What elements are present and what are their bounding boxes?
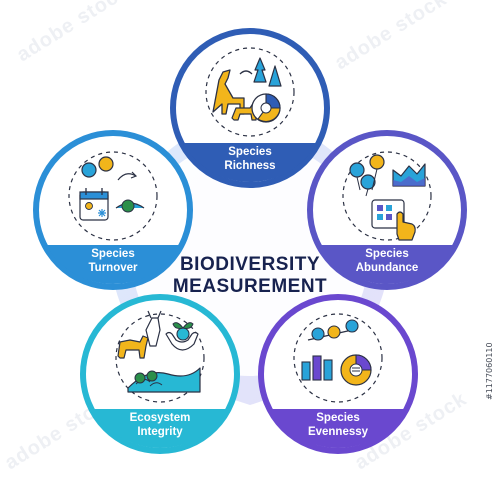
- node-label-line1: Species: [228, 146, 271, 158]
- center-title: BIODIVERSITY MEASUREMENT: [173, 254, 327, 297]
- sun-icon: [85, 202, 93, 210]
- dashed-frame: [342, 151, 432, 241]
- node-label-line1: Ecosystem: [130, 412, 191, 424]
- area-chart-icon: [392, 163, 426, 187]
- snowflake-icon: [98, 209, 106, 217]
- sprout-hands-icon: [165, 322, 199, 351]
- dashed-frame: [293, 313, 383, 403]
- node-species-abundance: Species Abundance: [307, 130, 467, 290]
- stock-id: #1177060110: [485, 342, 494, 400]
- tree-icon: [253, 57, 282, 87]
- title-line1: BIODIVERSITY: [180, 254, 320, 275]
- node-species-richness: Species Richness: [170, 28, 330, 188]
- node-label-line1: Species: [316, 412, 359, 424]
- node-label-line1: Species: [91, 248, 134, 260]
- node-label-line2: Turnover: [89, 262, 139, 274]
- fish-balloon-icon: [81, 156, 138, 181]
- node-label-band: [93, 409, 227, 449]
- donut-chart-icon: [340, 354, 372, 386]
- goat-icon: [145, 310, 162, 347]
- pie-chart-icon: [251, 93, 281, 123]
- node-species-turnover: Species Turnover: [33, 130, 193, 290]
- dashed-frame: [68, 151, 158, 241]
- node-label-line2: Abundance: [356, 262, 419, 274]
- node-species-evennessy: Species Evennessy: [258, 294, 418, 454]
- bird-icon: [239, 70, 253, 75]
- title-line2: MEASUREMENT: [173, 276, 327, 297]
- node-ecosystem-integrity: Ecosystem Integrity: [80, 294, 240, 454]
- grid-icon: [371, 199, 405, 229]
- landscape-icon: [127, 367, 201, 393]
- dashed-frame: [205, 47, 295, 137]
- bar-chart-icon: [301, 355, 333, 381]
- fish-balloon-icon: [349, 154, 385, 197]
- node-label-band: [320, 245, 454, 285]
- balance-scale-icon: [307, 319, 359, 341]
- node-label-band: [183, 143, 317, 183]
- hand-pointer-icon: [396, 211, 416, 241]
- giraffe-icon: [212, 69, 245, 115]
- dashed-frame: [115, 313, 205, 403]
- node-label-line2: Integrity: [137, 426, 183, 438]
- watermark-text-1: adobe stock: [13, 0, 133, 66]
- node-label-line1: Species: [365, 248, 408, 260]
- node-label-line2: Richness: [224, 160, 275, 172]
- node-label-band: [271, 409, 405, 449]
- node-label-line2: Evennessy: [308, 426, 369, 438]
- cow-icon: [117, 335, 149, 359]
- node-label-band: [46, 245, 180, 285]
- globe-icon: [115, 199, 145, 213]
- watermark-text-2: adobe stock: [331, 0, 451, 74]
